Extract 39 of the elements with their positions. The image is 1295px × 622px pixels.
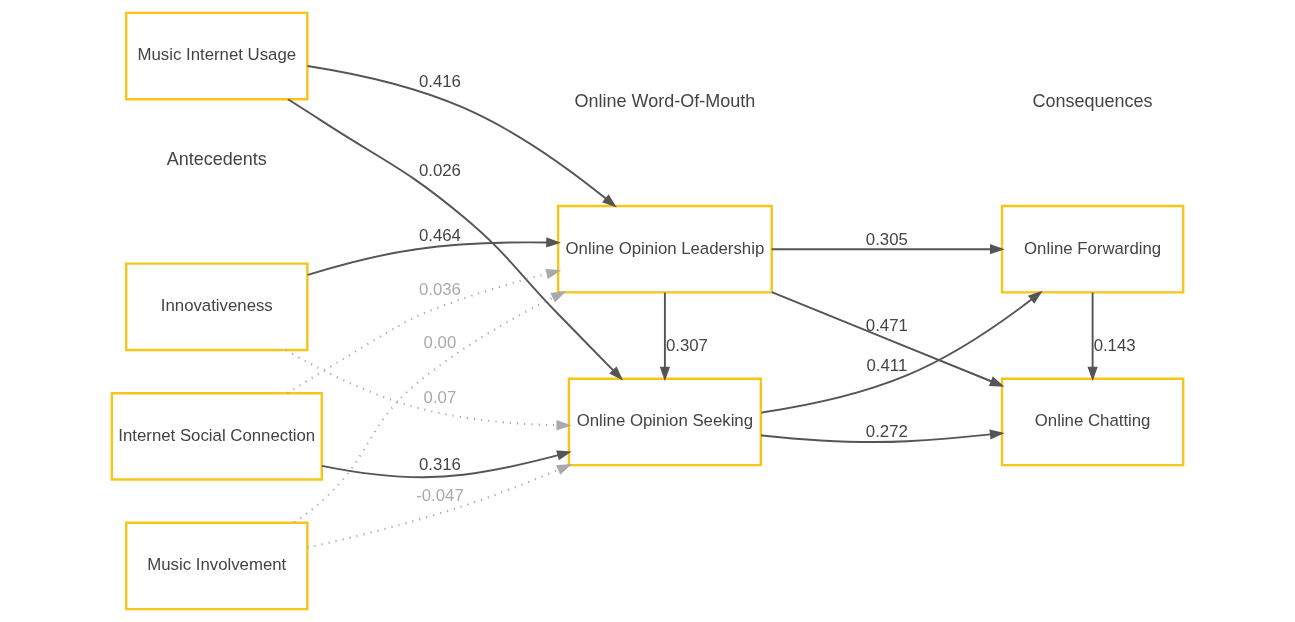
arrow <box>307 463 573 549</box>
arrow <box>287 98 624 381</box>
edge-label: 0.00 <box>423 332 457 352</box>
edge-label: 0.07 <box>423 388 457 408</box>
arrow <box>1087 291 1098 382</box>
arrow <box>286 268 562 395</box>
edge-label: 0.316 <box>418 455 461 475</box>
node-box: Music Internet Usage <box>125 11 309 101</box>
label: Consequences <box>1032 91 1153 112</box>
node-box: Online Forwarding <box>1000 204 1185 294</box>
edge-label: -0.047 <box>416 486 464 506</box>
arrow <box>760 429 1005 443</box>
node-box: Online Opinion Seeking <box>567 377 763 467</box>
edge-label: 0.305 <box>865 229 908 249</box>
edge-label: 0.026 <box>418 161 461 181</box>
edge-label: 0.272 <box>865 421 908 441</box>
node-box: Internet Social Connection <box>110 392 323 481</box>
node-box: Music Involvement <box>125 521 309 611</box>
arrow <box>285 349 572 431</box>
label: Online Word-Of-Mouth <box>574 91 756 112</box>
arrow <box>760 290 1043 414</box>
arrow <box>306 237 561 276</box>
arrow <box>770 291 1005 387</box>
label: Antecedents <box>166 148 267 169</box>
edge-label: 0.307 <box>665 336 708 356</box>
edge-label: 0.416 <box>418 72 461 92</box>
edge-label: 0.464 <box>418 226 461 246</box>
node-box: Online Chatting <box>1000 377 1185 467</box>
node-box: Innovativeness <box>125 262 309 352</box>
arrow <box>321 450 572 479</box>
edge-label: 0.036 <box>418 280 461 300</box>
arrow <box>770 244 1005 255</box>
edge-label: 0.411 <box>866 355 908 375</box>
arrow <box>659 291 671 382</box>
arrow <box>306 64 617 208</box>
node-box: Online Opinion Leadership <box>556 204 773 294</box>
edge-label: 0.471 <box>865 316 908 336</box>
edge-label: 0.143 <box>1093 336 1136 356</box>
arrow <box>293 291 567 524</box>
